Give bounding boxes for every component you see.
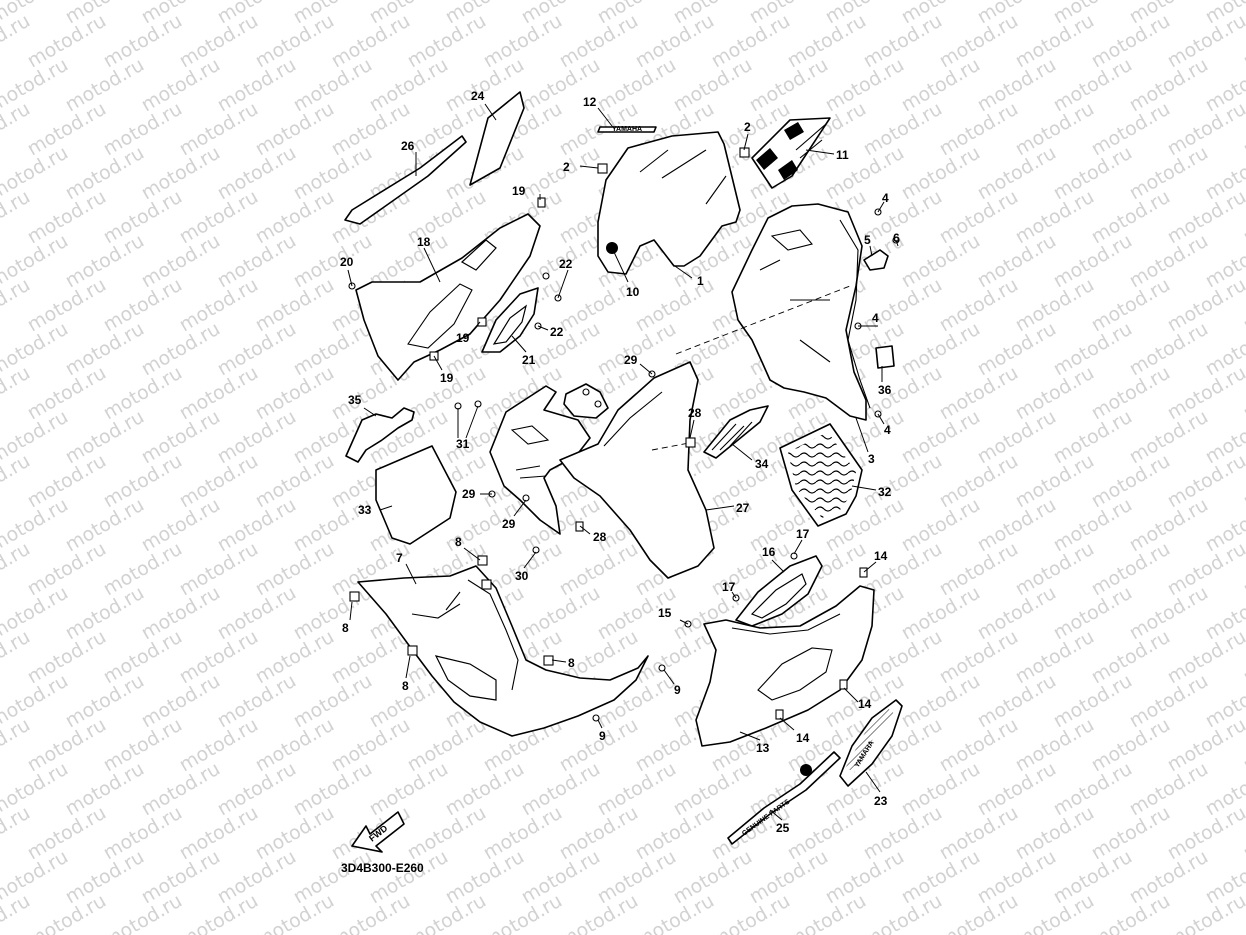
part-bracket xyxy=(563,383,609,419)
callout-29a: 29 xyxy=(624,353,638,367)
callout-14b: 14 xyxy=(858,697,872,711)
callout-4c: 4 xyxy=(884,423,891,437)
callout-1: 1 xyxy=(697,274,704,288)
emblem-text: YAMAHA xyxy=(612,126,642,133)
callout-29c: 29 xyxy=(502,517,516,531)
callout-7: 7 xyxy=(396,551,403,565)
callout-19c: 19 xyxy=(440,371,454,385)
callout-4b: 4 xyxy=(872,311,879,325)
callout-26: 26 xyxy=(401,139,415,153)
callout-8c: 8 xyxy=(402,679,409,693)
callout-labels: 1 2 2 3 4 4 4 5 6 7 8 8 8 8 9 9 10 11 12… xyxy=(340,89,900,835)
part-18-opening xyxy=(407,283,473,349)
callout-28a: 28 xyxy=(688,406,702,420)
callout-35: 35 xyxy=(348,393,362,407)
callout-30: 30 xyxy=(515,569,529,583)
callout-20: 20 xyxy=(340,255,354,269)
callout-25: 25 xyxy=(776,821,790,835)
callout-32: 32 xyxy=(878,485,892,499)
part-5-bracket xyxy=(863,249,889,271)
fasteners xyxy=(348,147,900,722)
callout-12: 12 xyxy=(583,95,597,109)
callout-28b: 28 xyxy=(593,530,607,544)
callout-22a: 22 xyxy=(559,257,573,271)
callout-29b: 29 xyxy=(462,487,476,501)
part-33-panel xyxy=(375,445,457,545)
parts: YAMAHA xyxy=(344,91,903,853)
part-36-plate xyxy=(875,345,895,369)
callout-8a: 8 xyxy=(455,535,462,549)
callout-14c: 14 xyxy=(796,731,810,745)
callout-15: 15 xyxy=(658,606,672,620)
part-34-decal xyxy=(703,405,769,459)
callout-18: 18 xyxy=(417,235,431,249)
callout-33: 33 xyxy=(358,503,372,517)
part-18-side-cowl xyxy=(355,213,541,381)
callout-17a: 17 xyxy=(796,527,810,541)
callout-9b: 9 xyxy=(599,729,606,743)
callout-6: 6 xyxy=(893,231,900,245)
callout-17b: 17 xyxy=(722,580,736,594)
part-1-windscreen xyxy=(597,131,741,275)
callout-23: 23 xyxy=(874,794,888,808)
callout-11: 11 xyxy=(836,148,849,162)
part-13-opening xyxy=(757,647,833,701)
callout-16: 16 xyxy=(762,545,776,559)
callout-8d: 8 xyxy=(568,656,575,670)
leader-lines xyxy=(347,103,899,821)
part-10-grommet xyxy=(606,242,618,254)
callout-19a: 19 xyxy=(512,184,526,198)
callout-34: 34 xyxy=(755,457,769,471)
part-3-inner-cowl xyxy=(731,203,867,421)
callout-3: 3 xyxy=(868,452,875,466)
part-13-lower-cowl xyxy=(695,585,875,747)
callout-22b: 22 xyxy=(550,325,564,339)
part-7-vent xyxy=(434,655,497,701)
callout-24: 24 xyxy=(471,89,485,103)
part-11-decal xyxy=(751,117,831,189)
callout-2a: 2 xyxy=(563,160,570,174)
part-24-panel xyxy=(469,91,525,186)
callout-8b: 8 xyxy=(342,621,349,635)
part-26-strip xyxy=(344,135,467,225)
callout-19b: 19 xyxy=(456,331,470,345)
diagram-code: 3D4B300-E260 xyxy=(341,861,424,875)
callout-9a: 9 xyxy=(674,683,681,697)
callout-4a: 4 xyxy=(882,191,889,205)
callout-13: 13 xyxy=(756,741,770,755)
part-23-decal: YAMAHA xyxy=(839,699,903,787)
callout-14a: 14 xyxy=(874,549,888,563)
callout-27: 27 xyxy=(736,501,750,515)
callout-2b: 2 xyxy=(744,120,751,134)
callout-10: 10 xyxy=(626,285,640,299)
callout-21: 21 xyxy=(522,353,536,367)
callout-31: 31 xyxy=(456,437,470,451)
part-12-emblem: YAMAHA xyxy=(597,126,657,133)
callout-5: 5 xyxy=(864,233,871,247)
callout-36: 36 xyxy=(878,383,892,397)
